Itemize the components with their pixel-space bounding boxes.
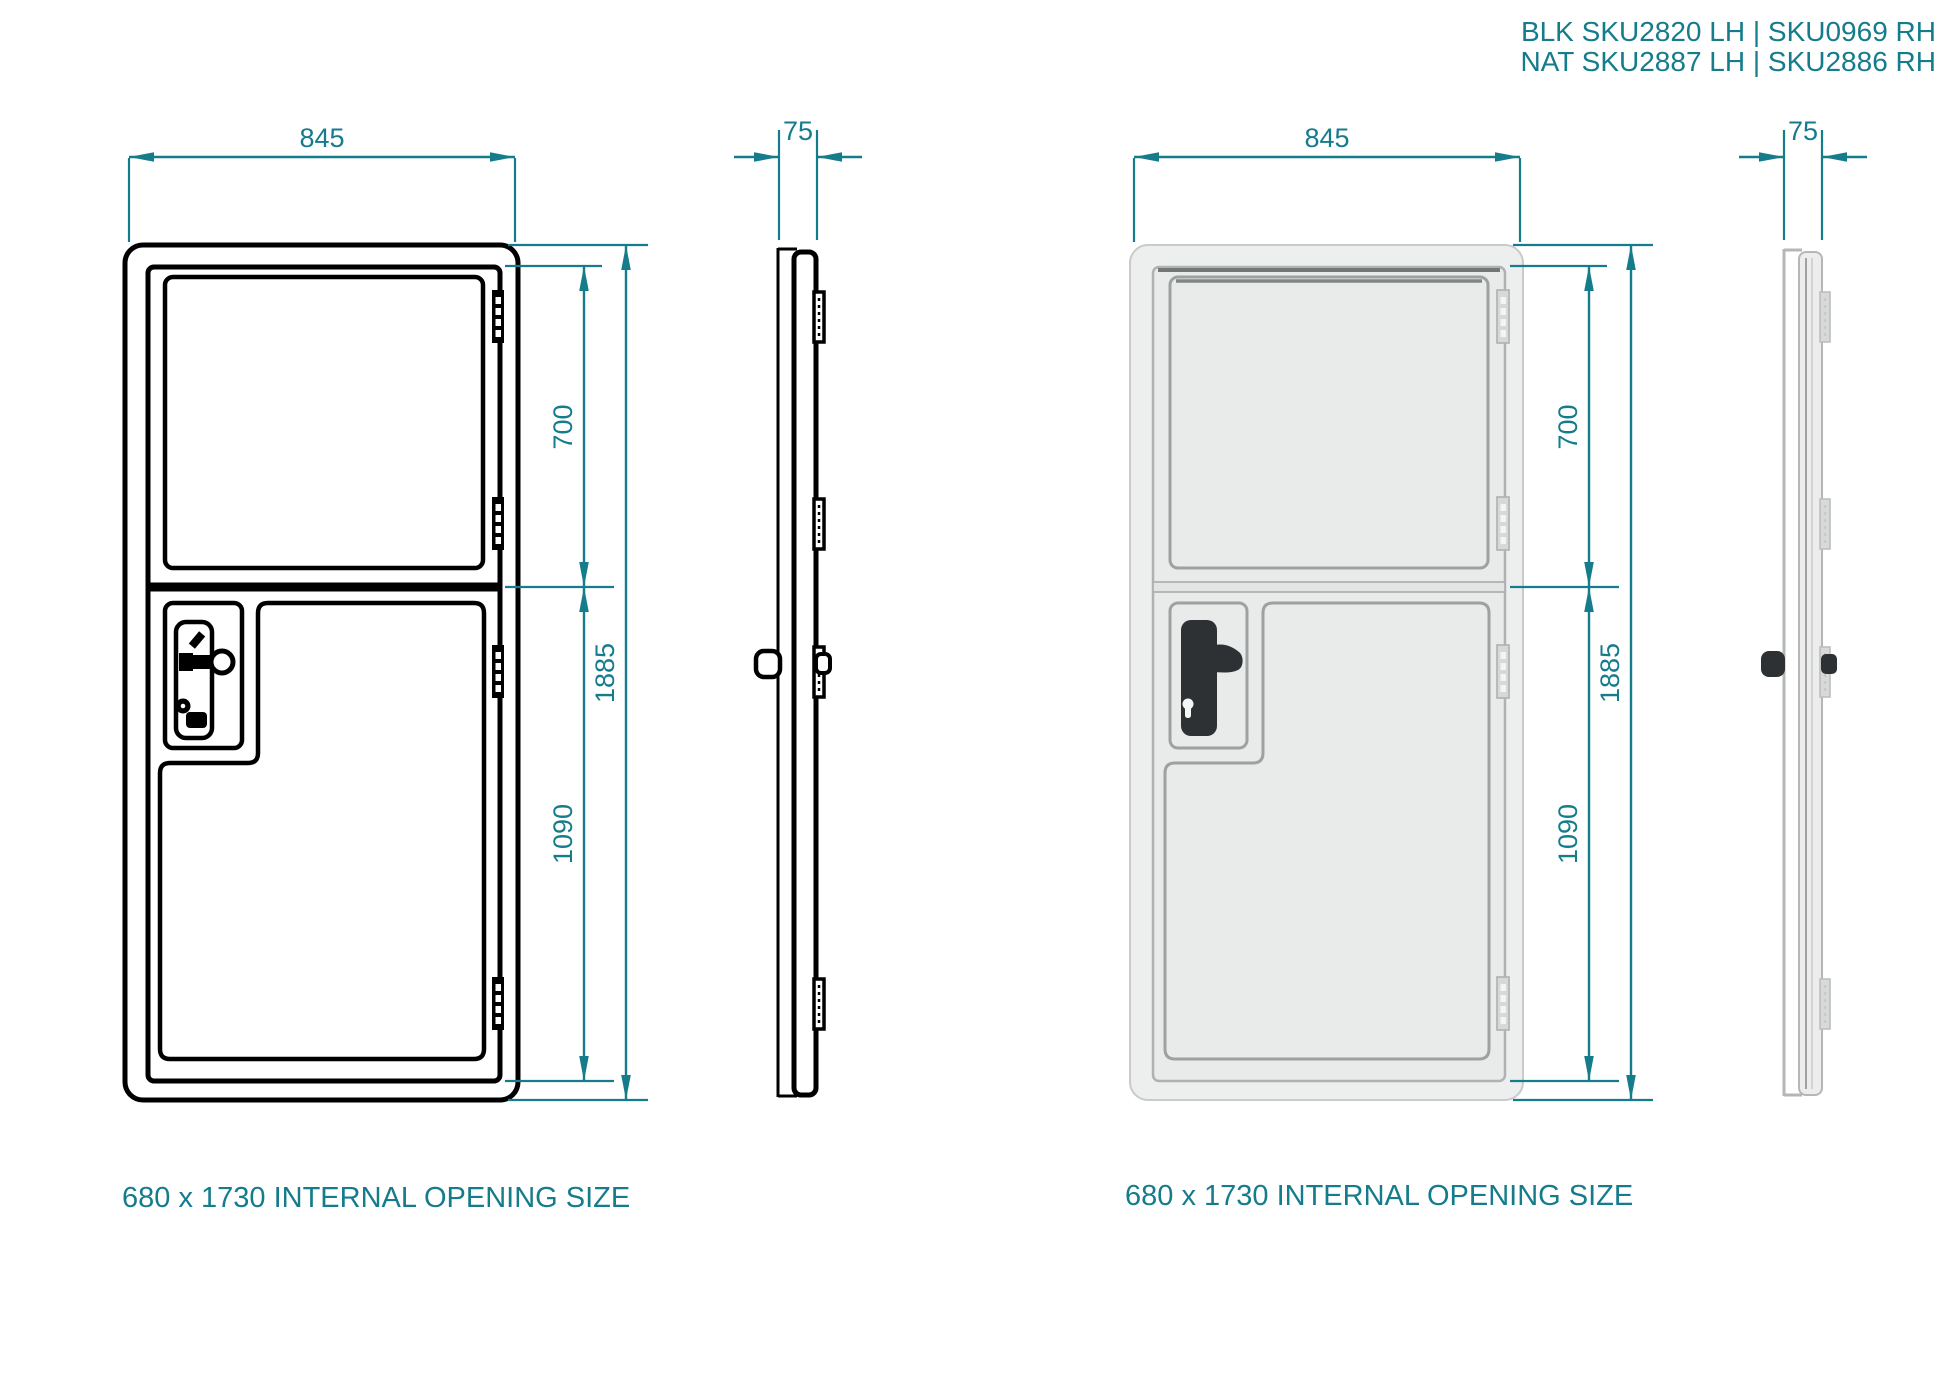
dimension-thickness-75: 75 [1739, 116, 1867, 240]
lower-l-shaped-panel [157, 600, 487, 1062]
hinge-top [1496, 289, 1510, 344]
handle-knob-interior [1821, 654, 1837, 674]
dimension-height-1885: 1885 [508, 243, 648, 1102]
hinge-lower-mid [1496, 644, 1510, 699]
dim-1885-label: 1885 [1595, 643, 1625, 703]
dim-75-label: 75 [1788, 116, 1818, 146]
side-view-shaded: 75 [1739, 116, 1867, 1097]
handle-knob-exterior [1761, 651, 1785, 677]
hinge-profile-top [812, 290, 826, 344]
hinge-profile-upper-mid [812, 497, 826, 551]
door-slab-profile [1798, 251, 1823, 1096]
mid-rail [1152, 581, 1506, 593]
dimension-bottom-1090: 1090 [1510, 587, 1619, 1083]
dim-845-label: 845 [299, 123, 344, 153]
dimension-thickness-75: 75 [734, 116, 862, 240]
hinge-bottom [492, 977, 504, 1030]
hinge-profile-top [1818, 290, 1832, 344]
window-panel [162, 274, 486, 571]
front-view-shaded: 845 700 1090 1885 [1129, 123, 1653, 1102]
lock-body [186, 712, 207, 728]
internal-opening-caption-right: 680 x 1730 INTERNAL OPENING SIZE [1125, 1180, 1633, 1212]
side-view-line-art: 75 [734, 116, 862, 1098]
dimension-height-1885: 1885 [1513, 243, 1653, 1102]
handle-hub [179, 653, 193, 671]
door-handle-lock [173, 619, 236, 741]
hinge-upper-mid [492, 497, 504, 550]
dim-845-label: 845 [1304, 123, 1349, 153]
front-view-line-art: 845 700 1090 1885 [122, 123, 648, 1103]
lower-l-shaped-panel [1163, 601, 1491, 1061]
hinge-upper-mid [1496, 496, 1510, 551]
sku-line-black: BLK SKU2820 LH | SKU0969 RH [1521, 16, 1936, 47]
dim-1090-label: 1090 [548, 804, 578, 864]
hinge-profile-upper-mid [1818, 497, 1832, 551]
dimension-width-845: 845 [1132, 123, 1522, 242]
hinge-top [492, 290, 504, 343]
hinge-profile-bottom [812, 977, 826, 1031]
dimension-top-700: 700 [1510, 264, 1619, 589]
dim-1090-label: 1090 [1553, 804, 1583, 864]
hinge-profile-bottom [1818, 977, 1832, 1031]
hinge-lower-mid [492, 645, 504, 698]
dim-75-label: 75 [783, 116, 813, 146]
dim-700-label: 700 [1553, 404, 1583, 449]
hinge-bottom [1496, 976, 1510, 1031]
door-handle-lock [1181, 620, 1243, 736]
dim-1885-label: 1885 [590, 643, 620, 703]
dimension-top-700: 700 [505, 264, 614, 589]
handle-lever [192, 655, 213, 669]
handle-backplate [1181, 620, 1217, 736]
keyhole-slot [1185, 705, 1191, 718]
latch-detail [188, 631, 206, 649]
handle-grip-end [208, 648, 236, 676]
dimension-width-845: 845 [127, 123, 517, 242]
dimension-bottom-1090: 1090 [505, 587, 614, 1083]
window-panel [1168, 275, 1490, 570]
dim-700-label: 700 [548, 404, 578, 449]
handle-knob-exterior [753, 648, 783, 680]
sku-line-natural: NAT SKU2887 LH | SKU2886 RH [1520, 46, 1936, 77]
keyhole-icon [180, 703, 186, 709]
internal-opening-caption-left: 680 x 1730 INTERNAL OPENING SIZE [122, 1182, 630, 1214]
handle-lever [1210, 644, 1243, 673]
handle-knob-interior [814, 652, 832, 675]
